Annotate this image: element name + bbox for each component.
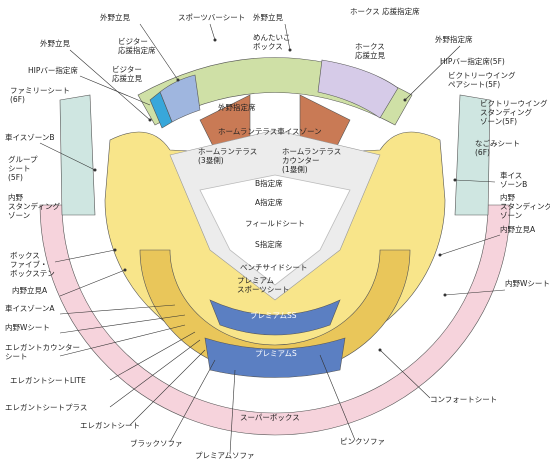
label-infield-w-right: 内野Wシート bbox=[505, 278, 550, 288]
label-premium-sports: プレミアムスポーツシート bbox=[237, 276, 289, 294]
label-family-seat: ファミリーシート(6F) bbox=[10, 86, 70, 104]
label-visitor-standing: ビジター応援立見 bbox=[112, 65, 142, 83]
label-premium-ss: プレミアムSS bbox=[250, 311, 297, 320]
label-outfield-standing-l: 外野立見 bbox=[40, 38, 70, 48]
label-standing-left: 内野スタンディングゾーン bbox=[8, 192, 60, 220]
label-pink-sofa: ピンクソファ bbox=[340, 437, 385, 446]
label-wheelchair-b-left: 車イスゾーンB bbox=[5, 132, 55, 142]
outfield-upper-ring bbox=[137, 57, 413, 129]
label-infield-standing-l: 内野立見A bbox=[12, 285, 48, 295]
super-box-ring[interactable] bbox=[39, 204, 511, 436]
label-comfort: コンフォートシート bbox=[430, 395, 497, 404]
label-elegant-plus: エレガントシートプラス bbox=[5, 402, 87, 412]
label-outfield-standing-tc: 外野立見 bbox=[253, 12, 283, 22]
label-elegant-lite: エレガントシートLITE bbox=[10, 375, 86, 385]
label-field-seat: フィールドシート bbox=[245, 219, 305, 228]
label-sports-bar: スポーツバーシート bbox=[178, 13, 245, 22]
leader-dots bbox=[93, 38, 457, 352]
label-bench-side: ベンチサイドシート bbox=[240, 263, 308, 272]
label-infield-standing-r: 内野立見A bbox=[500, 224, 536, 234]
label-outfield-standing-tl: 外野立見 bbox=[100, 12, 130, 22]
labels: スポーツバーシート 外野立見 外野立見 ホークス 応援指定席 外野立見 外野指定… bbox=[5, 6, 550, 460]
label-hawks-standing: ホークス応援立見 bbox=[355, 42, 385, 60]
label-a-reserved: A指定席 bbox=[255, 197, 283, 207]
label-b-reserved: B指定席 bbox=[255, 178, 283, 188]
label-victory-wing: ビクトリーウイングペアシート(5F) bbox=[448, 70, 516, 89]
label-black-sofa: ブラックソファ bbox=[130, 438, 183, 448]
label-mentaiko-box: めんたいこボックス bbox=[253, 33, 291, 51]
label-elegant-counter: エレガントカウンターシート bbox=[5, 342, 80, 361]
multiline-labels: めんたいこボックス ビジター応援指定席 ホークス応援立見 ビジター応援立見 ビク… bbox=[5, 33, 550, 361]
field bbox=[169, 129, 381, 301]
label-victory-wing-standing: ビクトリーウイングスタンディングゾーン(5F) bbox=[480, 98, 548, 126]
leader-lines bbox=[39, 23, 506, 455]
label-wheelchair-b-right: 車イスゾーンB bbox=[500, 170, 527, 189]
label-infield-w-left: 内野Wシート bbox=[5, 322, 50, 332]
label-outfield-reserved-c: 外野指定席 bbox=[218, 102, 256, 112]
label-premium-sofa: プレミアムソファ bbox=[195, 451, 254, 460]
label-elegant: エレガントシート bbox=[80, 420, 140, 430]
label-group-seat: グループシート(5F) bbox=[8, 154, 38, 182]
label-visitor-reserved: ビジター応援指定席 bbox=[118, 37, 156, 55]
label-hip-bar-right: HIPバー指定席(5F) bbox=[440, 56, 505, 66]
label-box-five: ボックスファイブ・ボックステン bbox=[10, 251, 55, 278]
label-standing-right: 内野スタンディングゾーン bbox=[500, 192, 550, 220]
label-hip-bar-left: HIPバー指定席 bbox=[28, 65, 78, 75]
label-outfield-reserved-r: 外野指定席 bbox=[435, 34, 473, 44]
label-home-terrace-wc: ホームランテラス車イスゾーン bbox=[218, 126, 322, 136]
label-wheelchair-a: 車イスゾーンA bbox=[5, 303, 55, 313]
label-home-terrace-3: ホームランテラス(3塁側) bbox=[198, 147, 257, 165]
premium-zone bbox=[204, 299, 346, 378]
label-home-terrace-counter: ホームランテラスカウンター(1塁側) bbox=[282, 147, 341, 174]
side-towers bbox=[59, 94, 491, 216]
label-nagomi: なごみシート(6F) bbox=[475, 138, 520, 157]
label-hawks-reserved: ホークス 応援指定席 bbox=[350, 6, 420, 16]
label-premium-s: プレミアムS bbox=[255, 349, 297, 358]
label-super-box: スーパーボックス bbox=[240, 413, 300, 422]
label-s-reserved: S指定席 bbox=[255, 239, 283, 249]
